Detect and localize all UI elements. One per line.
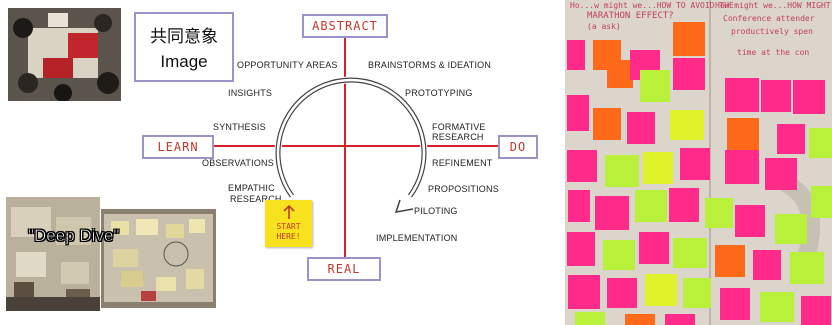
- board-question-5: Conference attender: [723, 14, 815, 23]
- deep-dive-caption: "Deep Dive": [28, 226, 120, 246]
- label-formative: FORMATIVE: [432, 122, 486, 132]
- label-insights: INSIGHTS: [228, 88, 273, 98]
- photo-deep-dive-wall-drawing: [6, 197, 100, 311]
- photo-sticky-note-wall: Ho...w might we...HOW TO AVOID THE MARAT…: [565, 0, 832, 325]
- label-propositions: PROPOSITIONS: [428, 184, 499, 194]
- start-here-note: START HERE!: [265, 200, 312, 247]
- label-synthesis: SYNTHESIS: [213, 122, 266, 132]
- sticky-note-wall-drawing: [565, 0, 832, 325]
- label-refinement: REFINEMENT: [432, 158, 493, 168]
- image-label-english: Image: [160, 52, 208, 71]
- image-label-box: 共同意象 Image: [134, 12, 234, 82]
- axis-real: REAL: [307, 257, 381, 281]
- axis-learn: LEARN: [142, 135, 214, 159]
- label-empathic: EMPATHIC: [228, 183, 275, 193]
- label-formative-research: RESEARCH: [432, 132, 484, 142]
- label-piloting: PILOTING: [414, 206, 458, 216]
- label-prototyping: PROTOTYPING: [405, 88, 473, 98]
- board-question-4: How might we...HOW MIGHT: [715, 1, 831, 10]
- process-diagram: [210, 30, 500, 258]
- label-observations: OBSERVATIONS: [202, 158, 274, 168]
- board-question-6: productively spen: [731, 27, 813, 36]
- photo-team-table-drawing: [8, 8, 121, 101]
- photo-deep-dive-wall: [6, 197, 100, 311]
- cycle-arrowhead-icon: [394, 199, 414, 213]
- board-question-2: MARATHON EFFECT?: [587, 11, 674, 21]
- photo-team-table: [8, 8, 121, 101]
- label-brainstorms: BRAINSTORMS & IDEATION: [368, 60, 492, 70]
- axis-do: DO: [498, 135, 538, 159]
- label-empathic-research: RESEARCH: [230, 194, 282, 204]
- photo-sticky-wall: [101, 209, 216, 308]
- cycle-arc-inner: [276, 78, 426, 197]
- label-opportunity-areas: OPPORTUNITY AREAS: [237, 60, 338, 70]
- label-implementation: IMPLEMENTATION: [376, 233, 458, 243]
- cycle-arc-outline: [274, 76, 428, 199]
- start-note-line1: START: [276, 222, 301, 231]
- axis-abstract: ABSTRACT: [302, 14, 388, 38]
- start-note-line2: HERE!: [276, 232, 301, 241]
- board-question-1: Ho...w might we...HOW TO AVOID THE: [570, 1, 734, 10]
- up-arrow-icon: [283, 204, 295, 219]
- photo-sticky-wall-drawing: [101, 209, 216, 308]
- board-question-3: (a ask): [587, 22, 621, 31]
- image-label-chinese: 共同意象: [150, 27, 218, 46]
- board-question-7: time at the con: [737, 48, 810, 57]
